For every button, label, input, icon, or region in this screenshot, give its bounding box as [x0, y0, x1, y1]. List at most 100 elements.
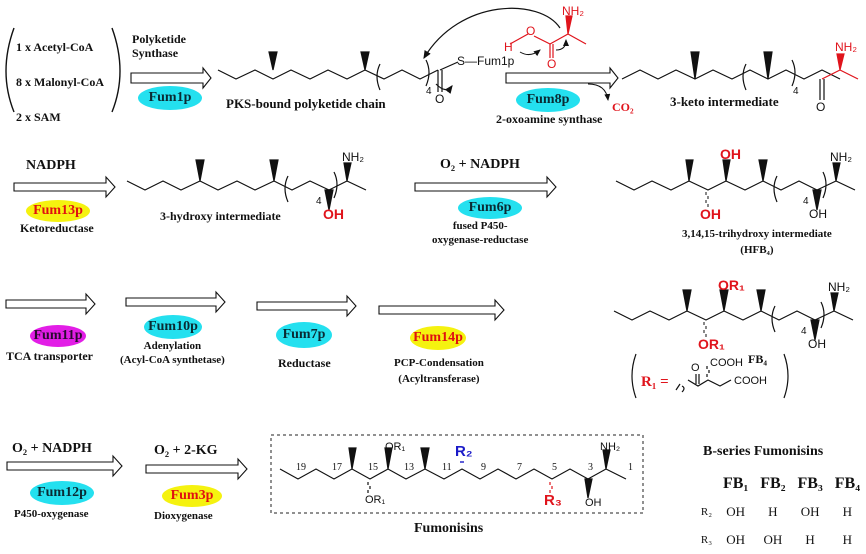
fb4-repeat-count: 4	[801, 326, 807, 337]
enzyme-fum3p: Fum3p	[162, 485, 222, 507]
fumonisin-r3: R₃	[544, 492, 562, 509]
table-row: R₃ OH OH H H	[696, 526, 866, 554]
carbon-number: 7	[517, 462, 522, 473]
fumonisin-oh: OH	[585, 497, 602, 509]
hydroxy-oh: OH	[323, 206, 344, 222]
pks-repeat-count: 4	[426, 86, 432, 97]
pks-repeat-brackets	[376, 59, 430, 91]
carbon-number: 17	[332, 462, 342, 473]
column-header: FB₄	[834, 475, 860, 492]
step5-label: TCA transporter	[6, 349, 93, 363]
r1-cooh-2: COOH	[734, 375, 767, 387]
step9-cofactor: O₂ + NADPH	[12, 441, 92, 456]
trihydroxy-caption: 3,14,15-trihydroxy intermediate (HFB₄)	[682, 228, 832, 256]
enzyme-fum13p: Fum13p	[26, 200, 90, 222]
carbon-number: 1	[628, 462, 633, 473]
column-header: FB₃	[797, 475, 823, 492]
r1-carbonyl-o: O	[691, 362, 700, 374]
keto-nh2: NH₂	[835, 40, 857, 54]
step1-label: Polyketide Synthase	[132, 32, 186, 60]
substrate-acetyl-coa: 1 x Acetyl-CoA	[16, 40, 94, 54]
reaction-arrow-6	[125, 290, 226, 314]
r1-definition-label: R₁ =	[641, 374, 669, 390]
step4-cofactor: O₂ + NADPH	[440, 157, 520, 172]
step10-cofactor: O₂ + 2-KG	[154, 443, 218, 458]
reaction-arrow-3	[13, 175, 116, 199]
carbon-number: 11	[442, 462, 452, 473]
fb4-chain-bonds	[613, 289, 854, 399]
reaction-arrow-2	[505, 66, 619, 90]
enzyme-fum14p: Fum14p	[410, 326, 466, 350]
keto-intermediate-caption: 3-keto intermediate	[670, 94, 779, 109]
table-cell: H	[842, 532, 853, 547]
left-paren	[5, 27, 15, 113]
fumonisin-or1-bottom: OR₁	[365, 494, 386, 506]
fb4-oh: OH	[808, 337, 826, 351]
step9-label: P450-oxygenase	[14, 508, 89, 520]
co2-byproduct: CO₂	[612, 100, 634, 114]
trihydroxy-oh-top: OH	[720, 146, 741, 162]
reaction-arrow-5	[5, 292, 96, 316]
reaction-arrow-8	[378, 298, 505, 322]
table-cell: H	[768, 504, 778, 519]
fumonisin-r2: R₂	[455, 443, 473, 460]
step6-label: Adenylation (Acyl-CoA synthetase)	[120, 340, 225, 366]
carbon-number: 3	[588, 462, 593, 473]
carbon-number: 19	[296, 462, 306, 473]
carbon-number: 15	[368, 462, 378, 473]
step3-cofactor: NADPH	[26, 158, 76, 173]
trihydroxy-nh2: NH₂	[830, 150, 852, 164]
reaction-arrow-4	[414, 175, 557, 199]
reaction-arrow-10	[145, 457, 248, 481]
keto-o: O	[816, 100, 826, 114]
alanine-nh2: NH₂	[562, 4, 584, 18]
hydroxy-repeat-count: 4	[316, 196, 322, 207]
b-series-header-row: FB₁ FB₂ FB₃ FB₄	[696, 470, 866, 498]
b-series-title: B-series Fumonisins	[703, 444, 824, 459]
b-series-table: FB₁ FB₂ FB₃ FB₄ R₂ OH H OH H R₃ OH OH H …	[696, 470, 866, 554]
hydroxy-chain-bonds	[126, 159, 367, 211]
substrate-list: 1 x Acetyl-CoA 8 x Malonyl-CoA 2 x SAM	[16, 30, 104, 135]
carbon-number: 13	[404, 462, 414, 473]
enzyme-fum10p: Fum10p	[144, 315, 202, 339]
table-cell: OH	[726, 504, 746, 519]
pks-carbonyl-o: O	[435, 92, 445, 106]
enzyme-fum11p: Fum11p	[30, 325, 86, 347]
right-paren	[111, 27, 121, 113]
column-header: FB₁	[723, 475, 749, 492]
hydroxy-nh2: NH₂	[342, 150, 364, 164]
fumonisins-caption: Fumonisins	[414, 521, 484, 536]
trihydroxy-repeat-count: 4	[803, 196, 809, 207]
fumonisin-nh2: NH₂	[600, 441, 621, 453]
trihydroxy-chain-bonds	[615, 159, 856, 211]
pks-chain-bonds	[217, 69, 439, 80]
table-row: R₂ OH H OH H	[696, 498, 866, 526]
enzyme-fum8p: Fum8p	[516, 88, 580, 112]
fb4-or1-bottom: OR₁	[698, 336, 725, 352]
alanine-o-carbonyl: O	[547, 57, 557, 71]
trihydroxy-oh-bottom: OH	[700, 206, 721, 222]
column-header: FB₂	[760, 475, 786, 492]
reaction-arrow-7	[256, 294, 357, 318]
table-cell: OH	[726, 532, 746, 547]
hydroxy-intermediate-caption: 3-hydroxy intermediate	[160, 209, 281, 223]
fumonisin-or1-top: OR₁	[385, 441, 406, 453]
fumonisins-chain-bonds	[279, 447, 627, 499]
step10-label: Dioxygenase	[154, 510, 213, 522]
step8-label: PCP-Condensation (Acyltransferase)	[394, 357, 484, 385]
thioester-label: S—Fum1p	[457, 54, 515, 68]
fb4-nh2: NH₂	[828, 280, 850, 294]
fb4-caption: FB₄	[748, 352, 767, 366]
carbon-number: 9	[481, 462, 486, 473]
alanine-o-hydroxyl: O	[526, 24, 536, 38]
fumonisins-box	[270, 434, 644, 514]
enzyme-fum1p: Fum1p	[138, 86, 202, 110]
reaction-arrow-1	[130, 66, 212, 90]
step4-label: fused P450- oxygenase-reductase	[432, 220, 529, 246]
alanine-structure	[509, 15, 587, 58]
table-cell: OH	[763, 532, 783, 547]
alanine-h: H	[504, 40, 513, 54]
enzyme-fum7p: Fum7p	[276, 322, 332, 348]
trihydroxy-oh3: OH	[809, 207, 827, 221]
substrate-sam: 2 x SAM	[16, 110, 61, 124]
